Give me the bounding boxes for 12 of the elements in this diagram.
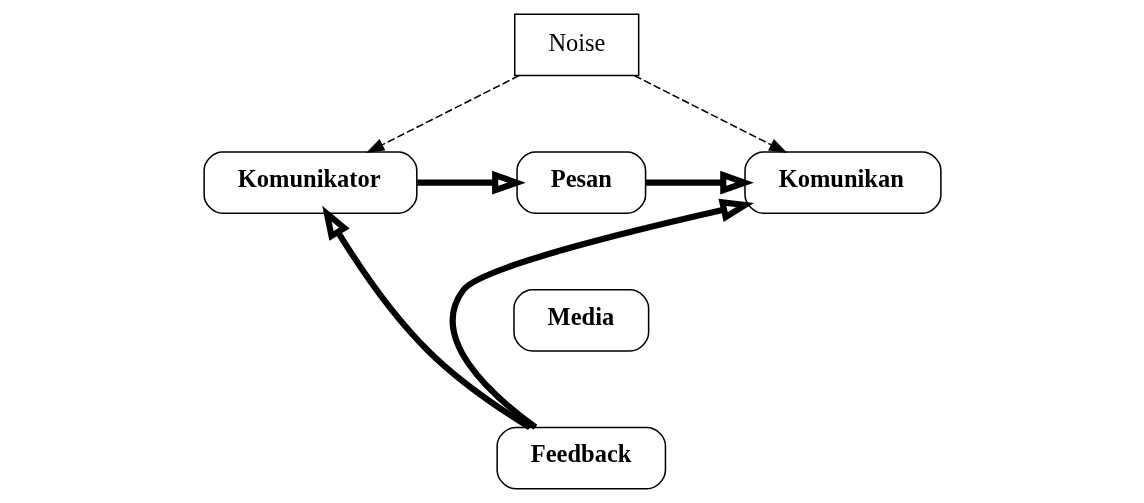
node-box: Komunikan (743, 151, 942, 214)
arrow (321, 205, 531, 430)
node-box: Komunikator (202, 151, 418, 214)
arrow (645, 170, 754, 195)
node-box: Media (512, 289, 649, 352)
arrow (633, 74, 787, 153)
arrow (365, 74, 520, 153)
node-box: Noise (513, 13, 639, 77)
arrow (449, 198, 754, 430)
arrow (416, 170, 526, 195)
node-box: Feedback (495, 426, 666, 490)
node-box: Pesan (515, 151, 646, 214)
